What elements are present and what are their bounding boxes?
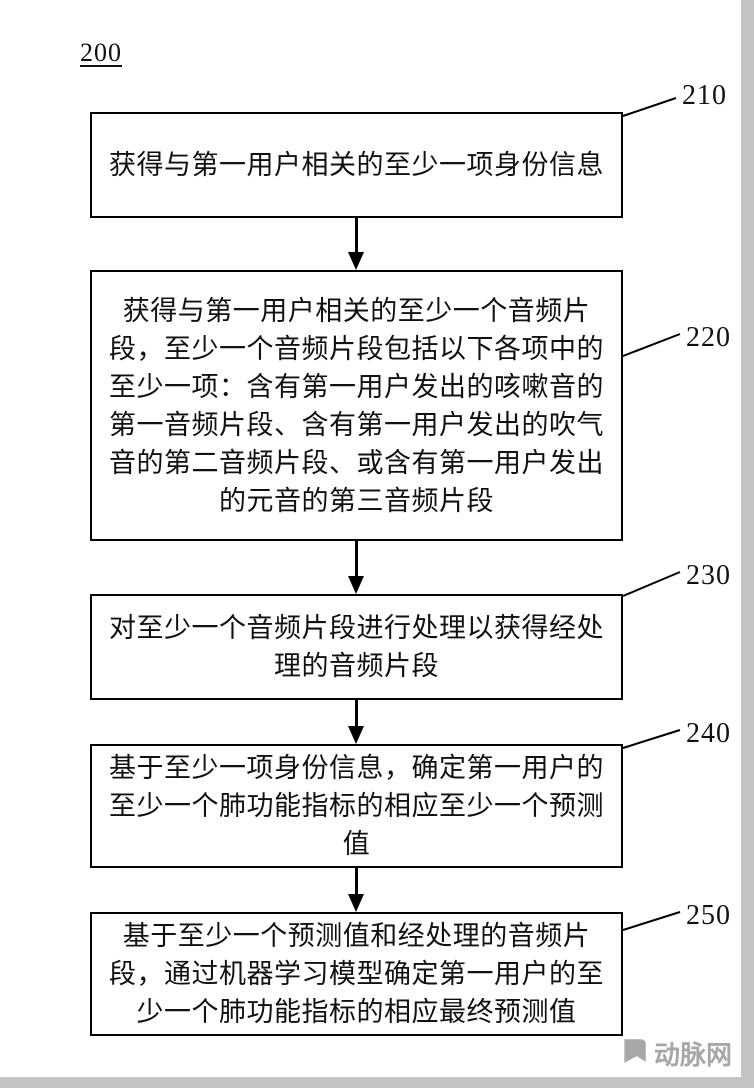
down-arrow-1 <box>348 218 365 270</box>
flow-step-box-230: 对至少一个音频片段进行处理以获得经处理的音频片段 <box>90 594 623 700</box>
page-edge-right <box>741 0 754 1088</box>
flow-step-box-220: 获得与第一用户相关的至少一个音频片段，至少一个音频片段包括以下各项中的至少一项：… <box>90 270 623 541</box>
flow-step-text-210: 获得与第一用户相关的至少一项身份信息 <box>109 150 604 180</box>
down-arrow-2 <box>348 541 365 594</box>
flow-step-text-250: 基于至少一个预测值和经处理的音频片段，通过机器学习模型确定第一用户的至少一个肺功… <box>109 921 604 1027</box>
flow-step-box-250: 基于至少一个预测值和经处理的音频片段，通过机器学习模型确定第一用户的至少一个肺功… <box>90 912 623 1036</box>
watermark: 动脉网 <box>621 1035 732 1072</box>
watermark-logo-icon <box>621 1037 648 1071</box>
ref-number-250: 250 <box>686 900 731 931</box>
arrow-shaft <box>355 700 358 728</box>
down-arrow-3 <box>348 700 365 744</box>
arrow-head-icon <box>348 726 364 744</box>
ref-number-220: 220 <box>686 322 731 353</box>
flow-step-box-240: 基于至少一项身份信息，确定第一用户的至少一个肺功能指标的相应至少一个预测值 <box>90 744 623 868</box>
down-arrow-4 <box>348 868 365 912</box>
arrow-shaft <box>355 541 358 578</box>
page-edge-bottom <box>0 1077 754 1088</box>
flow-step-box-210: 获得与第一用户相关的至少一项身份信息 <box>90 112 623 218</box>
watermark-text: 动脉网 <box>653 1040 732 1070</box>
arrow-shaft <box>355 868 358 896</box>
ref-number-210: 210 <box>682 80 727 111</box>
flow-step-text-220: 获得与第一用户相关的至少一个音频片段，至少一个音频片段包括以下各项中的至少一项：… <box>109 295 604 516</box>
figure-label: 200 <box>80 38 122 67</box>
arrow-head-icon <box>348 894 364 912</box>
ref-number-240: 240 <box>686 718 731 749</box>
arrow-shaft <box>355 218 358 254</box>
arrow-head-icon <box>348 576 364 594</box>
flow-step-text-230: 对至少一个音频片段进行处理以获得经处理的音频片段 <box>109 613 604 681</box>
arrow-head-icon <box>348 252 364 270</box>
flow-step-text-240: 基于至少一项身份信息，确定第一用户的至少一个肺功能指标的相应至少一个预测值 <box>109 753 604 859</box>
ref-number-230: 230 <box>686 560 731 591</box>
